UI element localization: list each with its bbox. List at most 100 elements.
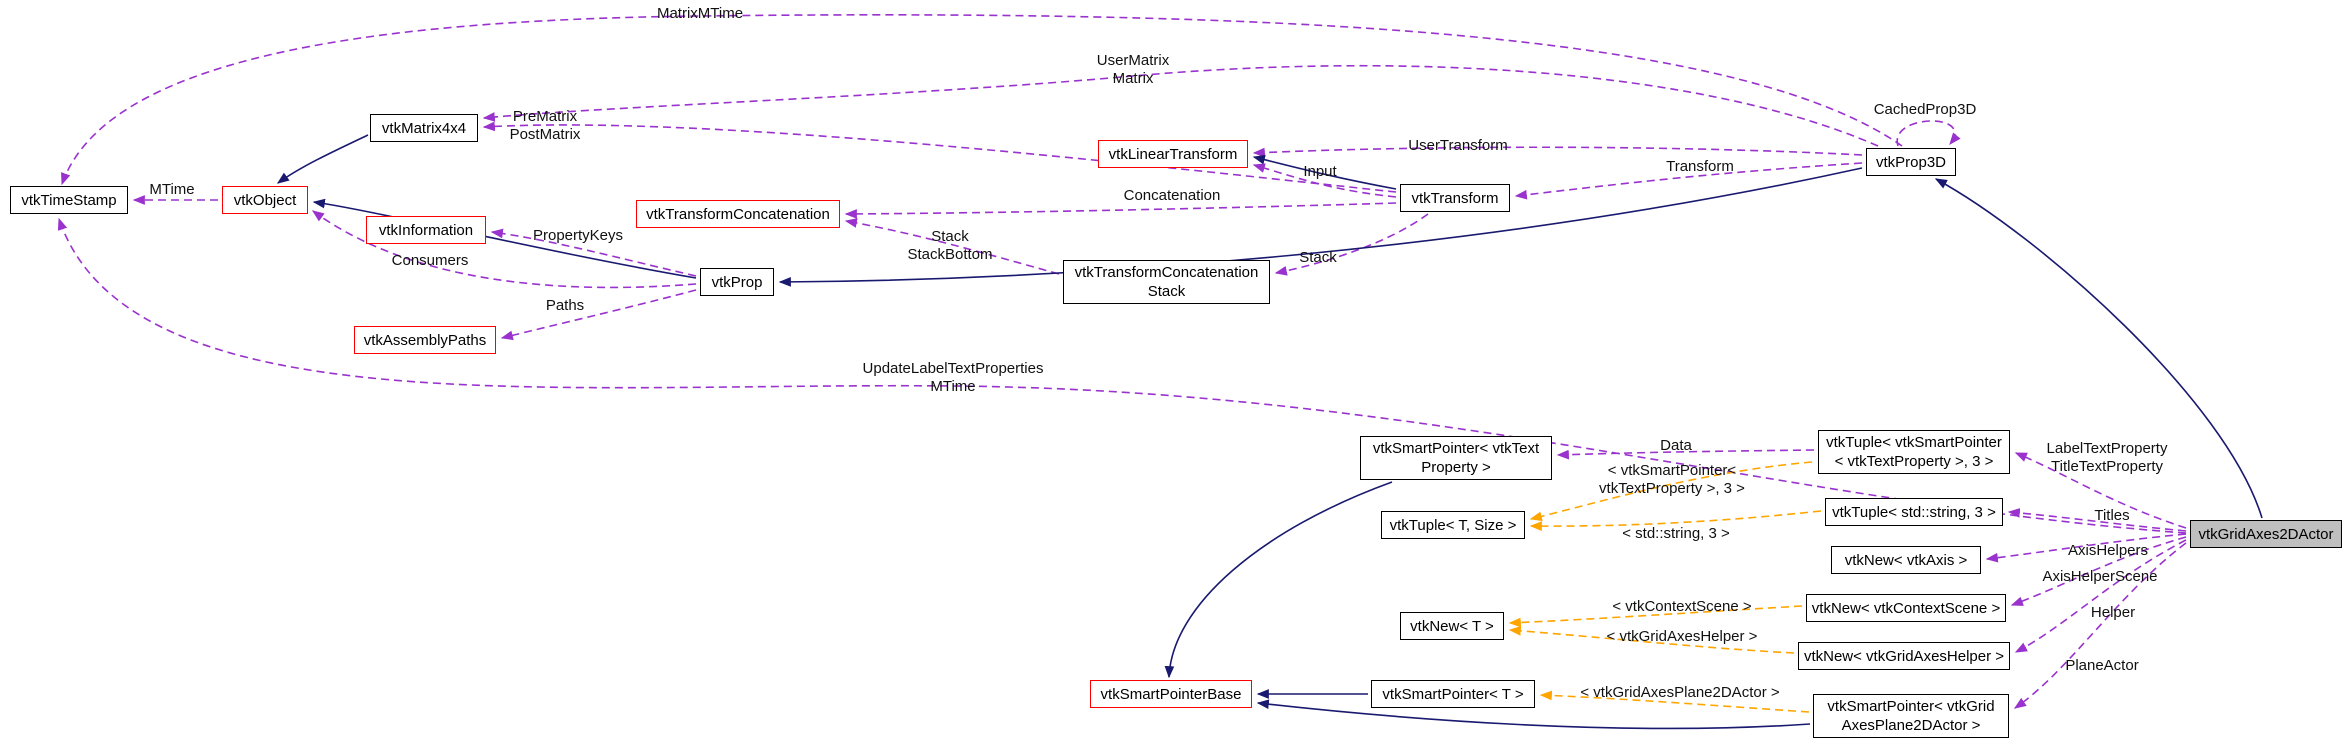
edge-inherit-vtkMatrix4x4-vtkObject	[276, 134, 369, 184]
edge-UserTransform	[1252, 146, 1863, 158]
edge-Consumers	[311, 210, 697, 289]
edge-AxisHelpers	[1985, 533, 2187, 563]
edge-AxisHelperScene	[2010, 536, 2187, 606]
edge-label-tmpl-vtkGridAxesPlane2DActor: < vtkGridAxesPlane2DActor >	[1580, 684, 1780, 701]
edge-LabelTextProperty-TitleTextProperty	[2014, 452, 2187, 529]
class-node-vtkTuple-stdstring-3[interactable]: vtkTuple< std::string, 3 >	[1825, 498, 2003, 526]
edge-label-PreMatrix-PostMatrix: PreMatrix PostMatrix	[509, 108, 581, 143]
edge-label-MTime: MTime	[149, 181, 195, 198]
edge-label-UserTransform: UserTransform	[1408, 137, 1508, 154]
edge-UserMatrix-Matrix	[482, 64, 1879, 147]
class-node-label: < vtkTextProperty >, 3 >	[1834, 453, 1994, 470]
class-node-label: Property >	[1421, 459, 1491, 476]
class-node-vtkTimeStamp[interactable]: vtkTimeStamp	[10, 186, 128, 214]
edge-PlaneActor	[2013, 542, 2187, 709]
class-node-vtkObject[interactable]: vtkObject	[222, 186, 308, 214]
class-node-vtkSmartPointerBase[interactable]: vtkSmartPointerBase	[1090, 680, 1252, 708]
class-node-label: vtkNew< vtkAxis >	[1844, 551, 1968, 569]
class-node-vtkTransformConcatenation[interactable]: vtkTransformConcatenation	[636, 200, 840, 228]
edge-tmpl-vtkSmartPointer-vtkTextProperty-3	[1529, 461, 1813, 522]
edge-inherit-vtkTransform-vtkLinearTransform	[1252, 154, 1397, 190]
edge-label-Data: Data	[1660, 437, 1692, 454]
edge-label-Concatenation: Concatenation	[1123, 187, 1221, 204]
edge-tmpl-vtkGridAxesPlane2DActor	[1539, 690, 1810, 713]
edge-label-tmpl-vtkContextScene: < vtkContextScene >	[1612, 598, 1752, 615]
class-node-vtkTuple-vtkSmartPointer-vtkTextProperty-3[interactable]: vtkTuple< vtkSmartPointer < vtkTextProper…	[1818, 430, 2010, 474]
edge-label-LabelTextProperty-TitleTextProperty: LabelTextProperty TitleTextProperty	[2046, 440, 2168, 475]
edge-label-PropertyKeys: PropertyKeys	[532, 227, 624, 244]
class-node-label: vtkNew< vtkContextScene >	[1811, 599, 2001, 617]
class-node-vtkNew-vtkGridAxesHelper[interactable]: vtkNew< vtkGridAxesHelper >	[1798, 642, 2010, 670]
edge-inherit-vtkGridAxes2DActor-vtkProp3D	[1934, 178, 2263, 519]
class-node-label: vtkObject	[233, 191, 297, 209]
class-node-vtkNew-vtkContextScene[interactable]: vtkNew< vtkContextScene >	[1806, 594, 2006, 622]
edge-label-Titles: Titles	[2094, 507, 2130, 524]
edge-label-CachedProp3D: CachedProp3D	[1873, 101, 1977, 118]
class-node-vtkNew-vtkAxis[interactable]: vtkNew< vtkAxis >	[1831, 546, 1981, 574]
class-node-label: vtkMatrix4x4	[381, 119, 467, 137]
edge-label-AxisHelperScene: AxisHelperScene	[2042, 568, 2158, 585]
class-node-vtkTransform[interactable]: vtkTransform	[1400, 184, 1510, 212]
class-node-label: vtkProp	[711, 273, 763, 291]
class-node-label: vtkGridAxes2DActor	[2198, 525, 2334, 543]
edge-label-Paths: Paths	[545, 297, 585, 314]
edge-Stack-StackBottom	[844, 218, 1060, 275]
class-node-label: vtkTransformConcatenation	[1074, 264, 1259, 281]
class-node-vtkProp[interactable]: vtkProp	[700, 268, 774, 296]
class-node-label: vtkTuple< T, Size >	[1389, 516, 1517, 534]
class-node-label: Stack	[1147, 283, 1186, 300]
class-node-vtkLinearTransform[interactable]: vtkLinearTransform	[1098, 140, 1248, 168]
class-node-label: vtkTimeStamp	[21, 191, 117, 209]
edge-Paths	[500, 289, 697, 341]
edge-MatrixMTime	[61, 14, 1903, 186]
edge-inherit-spTextProp-vtkSmartPointerBase	[1164, 481, 1393, 679]
edge-tmpl-vtkGridAxesHelper	[1508, 625, 1795, 654]
class-node-label: vtkSmartPointerBase	[1100, 685, 1242, 703]
edge-tmpl-vtkContextScene	[1508, 605, 1803, 628]
class-node-vtkGridAxes2DActor[interactable]: vtkGridAxes2DActor	[2190, 520, 2342, 548]
class-node-label: vtkTuple< vtkSmartPointer	[1826, 434, 2002, 451]
edge-tmpl-stdstring-3	[1529, 510, 1822, 531]
class-node-label: vtkInformation	[378, 221, 474, 239]
edge-label-Stack: Stack	[1299, 249, 1337, 266]
class-node-vtkProp3D[interactable]: vtkProp3D	[1866, 148, 1956, 176]
class-node-label: vtkTuple< std::string, 3 >	[1832, 503, 1996, 521]
class-node-label: vtkSmartPointer< vtkText	[1372, 440, 1540, 457]
edge-Concatenation	[844, 202, 1397, 219]
class-node-label: vtkSmartPointer< vtkGrid	[1827, 698, 1995, 715]
edge-label-UserMatrix-Matrix: UserMatrix Matrix	[1096, 52, 1170, 87]
edge-CachedProp3D	[1896, 120, 1961, 147]
edge-Data	[1556, 449, 1815, 460]
edge-label-AxisHelpers: AxisHelpers	[2067, 542, 2149, 559]
edge-label-MatrixMTime: MatrixMTime	[656, 5, 744, 22]
edge-label-Helper: Helper	[2090, 604, 2136, 621]
edge-Stack	[1274, 213, 1429, 276]
class-node-label: vtkAssemblyPaths	[363, 331, 487, 349]
edge-label-tmpl-stdstring-3: < std::string, 3 >	[1622, 525, 1730, 542]
edge-Helper	[2014, 539, 2187, 653]
edge-label-Input: Input	[1303, 163, 1337, 180]
class-node-vtkSmartPointer-T[interactable]: vtkSmartPointer< T >	[1371, 680, 1535, 708]
class-node-label: vtkTransformConcatenation	[646, 205, 830, 223]
edge-inherit-spPlaneActor-vtkSmartPointerBase	[1256, 699, 1811, 730]
edge-Titles	[2007, 508, 2187, 532]
class-node-vtkNew-T[interactable]: vtkNew< T >	[1400, 612, 1504, 640]
class-node-vtkTuple-T-Size[interactable]: vtkTuple< T, Size >	[1381, 511, 1525, 539]
class-node-label: vtkNew< T >	[1410, 617, 1494, 635]
edge-label-tmpl-vtkSmartPointer-vtkTextProperty-3: < vtkSmartPointer< vtkTextProperty >, 3 …	[1599, 462, 1745, 497]
edge-Transform	[1514, 162, 1863, 200]
edge-label-UpdateLabelTextProperties-MTime: UpdateLabelTextProperties MTime	[862, 360, 1044, 395]
edge-label-PlaneActor: PlaneActor	[2065, 657, 2139, 674]
edge-inherit-vtkProp3D-vtkProp	[778, 167, 1863, 287]
class-node-label: vtkNew< vtkGridAxesHelper >	[1803, 647, 2005, 665]
class-node-vtkInformation[interactable]: vtkInformation	[366, 216, 486, 244]
class-node-label: vtkTransform	[1411, 189, 1499, 207]
class-node-vtkAssemblyPaths[interactable]: vtkAssemblyPaths	[354, 326, 496, 354]
class-node-vtkMatrix4x4[interactable]: vtkMatrix4x4	[370, 114, 478, 142]
class-node-label: vtkProp3D	[1875, 153, 1947, 171]
